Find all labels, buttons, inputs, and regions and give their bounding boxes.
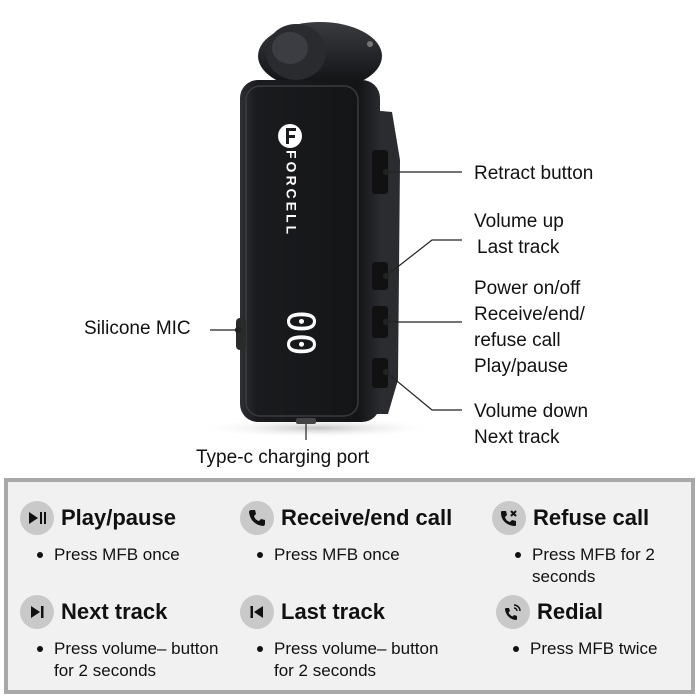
instruction-title: Next track: [61, 599, 168, 624]
power-label: Power on/off: [474, 278, 581, 299]
leader-lines: [210, 168, 462, 440]
brand-name: FORCELL: [283, 150, 299, 237]
volume-up-button: [372, 262, 388, 290]
next-track-icon: [20, 595, 54, 629]
instruction-title: Refuse call: [533, 505, 650, 530]
volume-up-label: Volume up: [474, 211, 564, 232]
silicone-mic: [236, 318, 246, 350]
refuse-call-icon: [492, 501, 526, 535]
volume-down-label: Volume down: [474, 401, 589, 422]
refuse-call-label: refuse call: [474, 330, 561, 351]
last-track-label: Last track: [477, 237, 560, 258]
device-shadow: [198, 418, 438, 438]
phone-icon: [240, 501, 274, 535]
charging-port: [296, 418, 316, 424]
last-track-icon: [240, 595, 274, 629]
volume-down-button: [372, 358, 388, 388]
instruction-panel: Play/pause Press MFB once Receive/end ca…: [4, 478, 695, 694]
instruction-step: Press MFB once: [34, 544, 180, 566]
play-pause-label: Play/pause: [474, 356, 569, 377]
mic-label: Silicone MIC: [84, 318, 191, 339]
retract-button-label: Retract button: [474, 163, 594, 184]
next-track-label: Next track: [474, 427, 560, 448]
instruction-title: Play/pause: [61, 505, 176, 530]
play-pause-icon: [20, 501, 54, 535]
instruction-title: Redial: [537, 599, 604, 624]
multi-function-button: [372, 306, 388, 338]
instruction-title: Receive/end call: [281, 505, 453, 530]
led-display: 00: [279, 310, 323, 356]
earphone-device-drawing: FORCELL 00: [198, 22, 462, 440]
product-illustration: FORCELL 00 Retract button Volume up Last…: [84, 22, 594, 468]
instruction-step: Press MFB once: [254, 544, 400, 566]
retract-button: [372, 150, 388, 194]
instruction-step: Press MFB twice: [510, 638, 658, 660]
device-body: [240, 80, 380, 422]
instruction-title: Last track: [281, 599, 385, 624]
redial-icon: [496, 595, 530, 629]
forcell-logo-icon: [278, 124, 302, 148]
receive-end-label: Receive/end/: [474, 304, 585, 325]
charging-port-label: Type-c charging port: [196, 447, 370, 468]
